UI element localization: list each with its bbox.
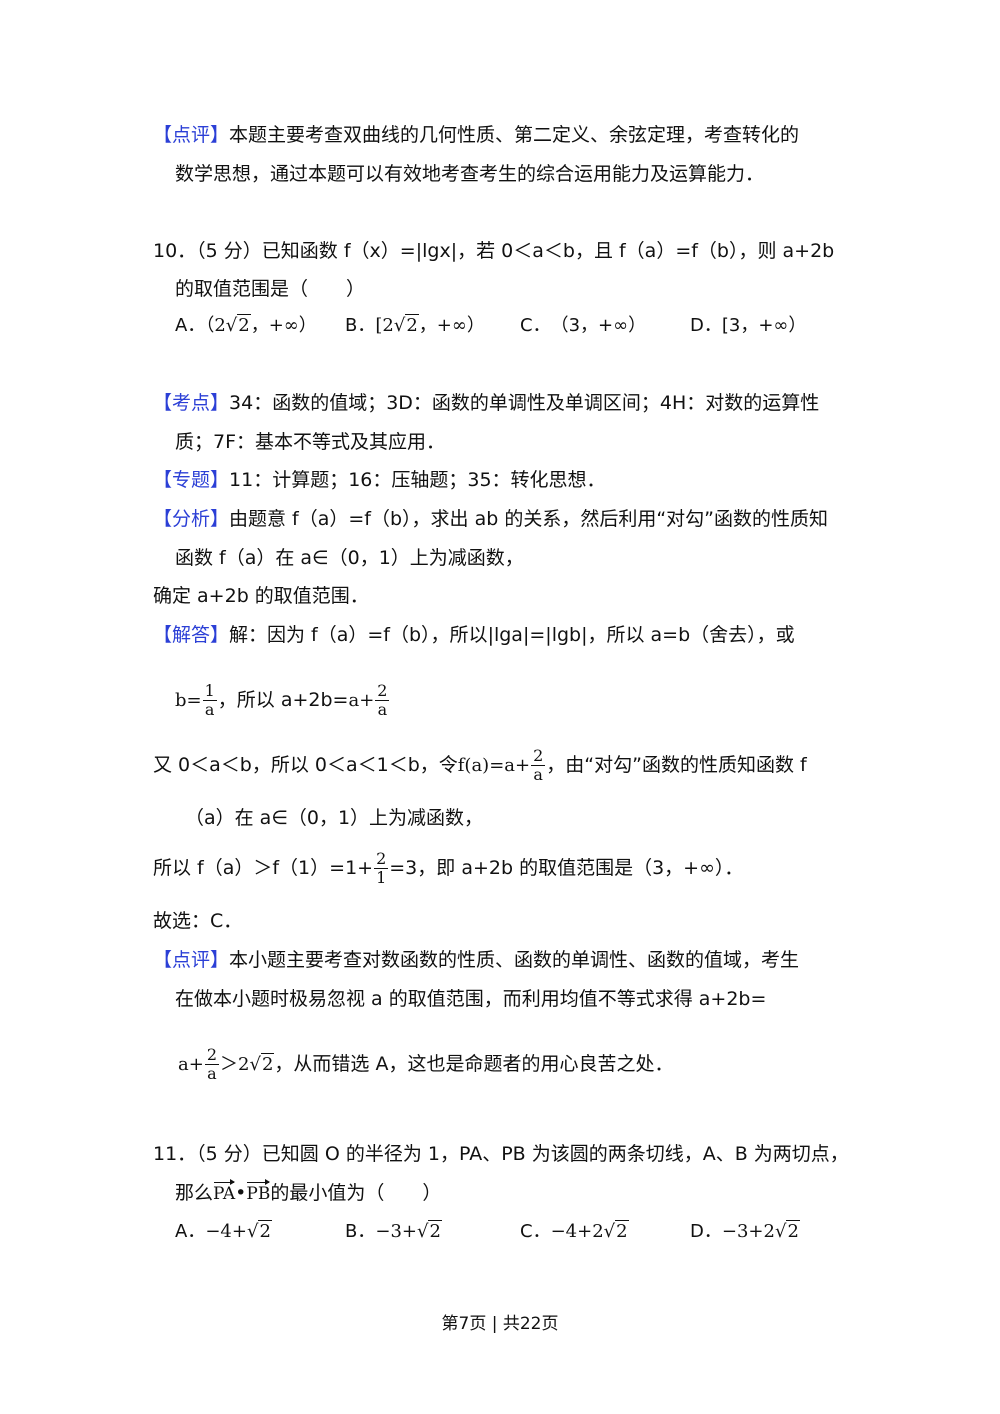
q11-option-b[interactable]: B．−3+√2 [345,1220,442,1242]
fenxi-line3: 确定 a+2b 的取值范围． [153,585,369,607]
review2-line1: 【点评】本小题主要考查对数函数的性质、函数的单调性、函数的值域，考生 [153,949,800,971]
sqrt-symbol: √2 [249,1053,275,1075]
abs-lgb: |lgb| [545,624,588,646]
review1-text1: 本题主要考查双曲线的几何性质、第二定义、余弦定理，考查转化的 [229,124,800,146]
jieda-line6: 故选：C． [153,910,243,932]
vector-pb: PB [246,1179,270,1207]
abs-lgx: |lgx| [415,240,458,262]
review1-line2: 数学思想，通过本题可以有效地考查考生的综合运用能力及运算能力． [175,163,765,185]
page-footer: 第7页 | 共22页 [441,1314,559,1334]
fenxi-tag: 【分析】 [153,508,230,530]
q10-option-d[interactable]: D．[3，+∞） [690,315,807,336]
q11-option-c[interactable]: C．−4+2√2 [520,1220,629,1242]
jieda-line4: （a）在 a∈（0，1）上为减函数， [185,807,484,829]
q10-line2: 的取值范围是（ ） [175,278,366,300]
vector-pa: PA [213,1179,236,1207]
sqrt-symbol: √2 [246,1220,272,1242]
q11-option-d[interactable]: D．−3+2√2 [690,1220,800,1242]
fenxi-line1: 【分析】由题意 f（a）=f（b），求出 ab 的关系，然后利用“对勾”函数的性… [153,506,828,532]
q10-line1: 10．（5 分）已知函数 f（x）=|lgx|，若 0＜a＜b，且 f（a）=f… [153,238,834,264]
kaodian-text1: 34：函数的值域；3D：函数的单调性及单调区间；4H：对数的运算性 [229,392,820,414]
q10-option-b[interactable]: B．[2√2，+∞） [345,314,485,336]
kaodian-tag: 【考点】 [153,392,230,414]
q10-option-a[interactable]: A．（2√2，+∞） [175,314,317,336]
sqrt-symbol: √2 [774,1220,800,1242]
review1-line1: 【点评】本题主要考查双曲线的几何性质、第二定义、余弦定理，考查转化的 [153,122,799,148]
kaodian-line2: 质；7F：基本不等式及其应用． [175,431,446,453]
sqrt-symbol: √2 [225,314,251,336]
fenxi-line2: 函数 f（a）在 a∈（0，1）上为减函数， [175,547,524,569]
fenxi-text1: 由题意 f（a）=f（b），求出 ab 的关系，然后利用“对勾”函数的性质知 [229,508,829,530]
q11-line2: 那么PA•PB的最小值为（ ） [175,1179,441,1207]
q10-option-c[interactable]: C． （3，+∞） [520,315,647,336]
zhuanti-text: 11：计算题；16：压轴题；35：转化思想． [229,469,606,491]
jieda-tag: 【解答】 [153,624,230,646]
zhuanti-tag: 【专题】 [153,469,230,491]
sqrt-symbol: √2 [603,1220,629,1242]
kaodian-line1: 【考点】34：函数的值域；3D：函数的单调性及单调区间；4H：对数的运算性 [153,390,819,416]
q10-text-a: 10．（5 分）已知函数 f（x）= [153,240,416,262]
q11-option-a[interactable]: A．−4+√2 [175,1220,272,1242]
q10-text-b: ，若 0＜a＜b，且 f（a）=f（b），则 a+2b [457,240,835,262]
q11-line1: 11．（5 分）已知圆 O 的半径为 1，PA、PB 为该圆的两条切线，A、B … [153,1143,849,1165]
abs-lga: |lga| [487,624,530,646]
jieda-line1: 【解答】解：因为 f（a）=f（b），所以|lga|=|lgb|，所以 a=b（… [153,624,795,646]
zhuanti-line: 【专题】11：计算题；16：压轴题；35：转化思想． [153,467,606,493]
review2-line2: 在做本小题时极易忽视 a 的取值范围，而利用均值不等式求得 a+2b= [175,988,767,1010]
sqrt-symbol: √2 [416,1220,442,1242]
review-tag: 【点评】 [153,124,230,146]
review-tag: 【点评】 [153,949,230,971]
sqrt-symbol: √2 [393,314,419,336]
